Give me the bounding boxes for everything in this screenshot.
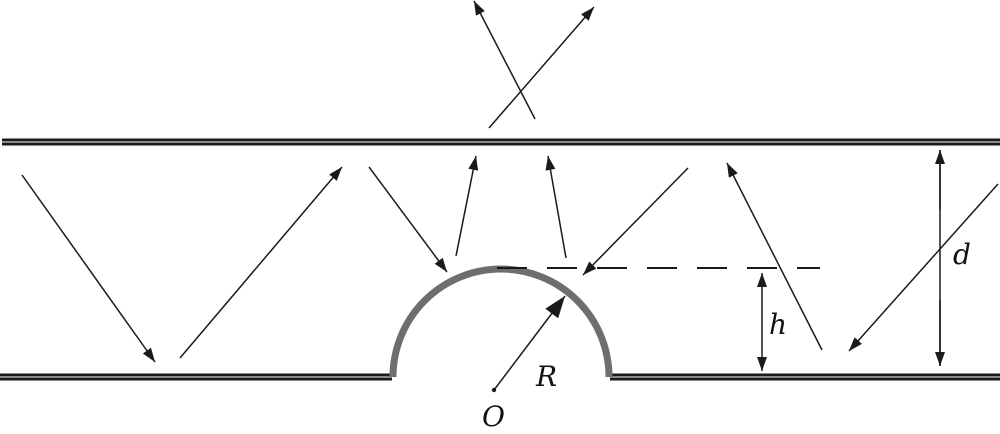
center-point-o xyxy=(491,387,497,393)
ray-far-right xyxy=(848,183,999,352)
label-r: R xyxy=(535,360,557,393)
ray-reflected-left xyxy=(179,166,343,359)
ray-incident-right xyxy=(582,167,689,276)
ray-incident-left xyxy=(21,174,156,363)
label-h: h xyxy=(769,308,787,341)
ray-incident-bump xyxy=(368,166,448,273)
label-d: d xyxy=(953,238,971,271)
ray-up-2 xyxy=(545,155,567,259)
label-o: O xyxy=(482,400,505,433)
semicircle-bump xyxy=(389,265,613,378)
ray-up-1 xyxy=(455,155,479,257)
ray-top-cross-1 xyxy=(473,0,536,120)
ray-up-right xyxy=(726,162,823,351)
radius-arrow xyxy=(493,295,566,391)
ray-top-cross-2 xyxy=(488,6,595,129)
